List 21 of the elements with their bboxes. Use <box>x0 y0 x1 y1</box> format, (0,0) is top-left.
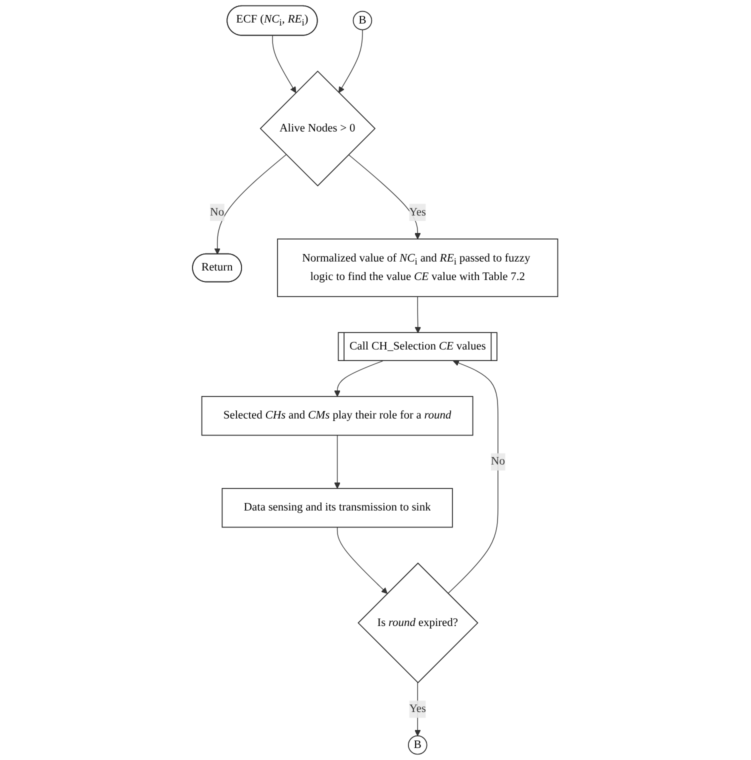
node-diamond: Alive Nodes > 0 <box>260 70 376 186</box>
node-circle: B <box>353 10 372 30</box>
edge-label: Yes <box>410 206 426 218</box>
arrow <box>414 682 422 736</box>
edge-label: No <box>491 455 506 468</box>
arrow <box>348 154 422 240</box>
arrow <box>415 296 422 334</box>
node-box: Selected CHs and CMs play their role for a round <box>202 396 474 436</box>
arrow <box>337 526 388 594</box>
arrow <box>448 360 499 594</box>
arrow <box>272 35 297 94</box>
edge-label: No <box>210 206 224 218</box>
arrow <box>338 29 364 94</box>
node-circle: B <box>408 735 428 755</box>
arrow <box>334 434 341 489</box>
node-box: Normalized value of NC$_{i}$ and RE$_{i}$ passed to fuzzy logic to find the value CE value with Table 7.2 <box>277 238 559 298</box>
arrow <box>334 360 384 397</box>
node-diamond: Is round expired? <box>358 562 479 684</box>
node-box: Data sensing and its transmission to sink <box>222 488 454 528</box>
edge-label: Yes <box>410 702 426 715</box>
arrow <box>214 154 287 254</box>
